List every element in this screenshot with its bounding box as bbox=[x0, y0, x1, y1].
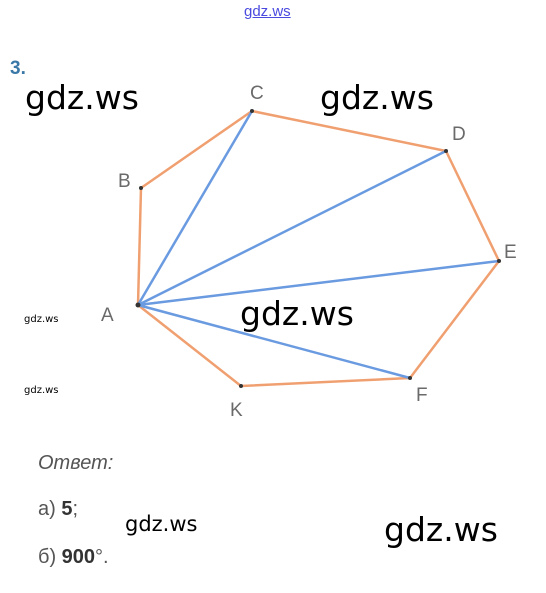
answer-a-suffix: ; bbox=[72, 498, 79, 520]
answer-a: а) 5; bbox=[38, 498, 78, 521]
watermark-2: gdz.ws bbox=[320, 78, 434, 117]
watermark-3: gdz.ws bbox=[240, 294, 354, 333]
watermark-small-2: gdz.ws bbox=[24, 385, 59, 396]
answer-b: б) 900°. bbox=[38, 546, 109, 569]
answer-a-value: 5 bbox=[61, 498, 73, 520]
vertex-label-c: C bbox=[250, 83, 264, 104]
answer-b-value: 900 bbox=[61, 546, 96, 568]
vertex-e-dot bbox=[497, 259, 501, 263]
vertex-k-dot bbox=[239, 384, 243, 388]
answer-b-suffix: °. bbox=[95, 546, 109, 568]
watermark-top-link[interactable]: gdz.ws bbox=[244, 3, 291, 20]
answer-title: Ответ: bbox=[38, 452, 114, 474]
vertex-c-dot bbox=[250, 109, 254, 113]
watermark-4: gdz.ws bbox=[125, 512, 198, 536]
vertex-label-b: B bbox=[118, 171, 131, 192]
vertex-d-dot bbox=[444, 149, 448, 153]
vertex-label-e: E bbox=[504, 242, 517, 263]
answer-b-prefix: б) bbox=[38, 546, 62, 568]
diagonal-ac bbox=[136, 110, 254, 306]
problem-number: 3. bbox=[10, 58, 26, 79]
diagonal-ad bbox=[137, 149, 447, 307]
vertex-f-dot bbox=[408, 376, 412, 380]
vertex-label-d: D bbox=[452, 124, 466, 145]
diagonal-ae bbox=[137, 259, 500, 307]
vertex-label-a: A bbox=[101, 305, 114, 326]
heptagon-outline bbox=[136, 109, 501, 388]
watermark-1: gdz.ws bbox=[25, 78, 139, 117]
diagonal-af bbox=[137, 303, 411, 380]
answer-a-prefix: а) bbox=[38, 498, 62, 520]
vertex-label-f: F bbox=[416, 385, 428, 406]
vertex-label-k: K bbox=[230, 400, 243, 421]
vertex-b-dot bbox=[139, 186, 143, 190]
watermark-5: gdz.ws bbox=[384, 510, 498, 549]
vertex-a-dot bbox=[135, 302, 141, 308]
watermark-small-1: gdz.ws bbox=[24, 314, 59, 325]
